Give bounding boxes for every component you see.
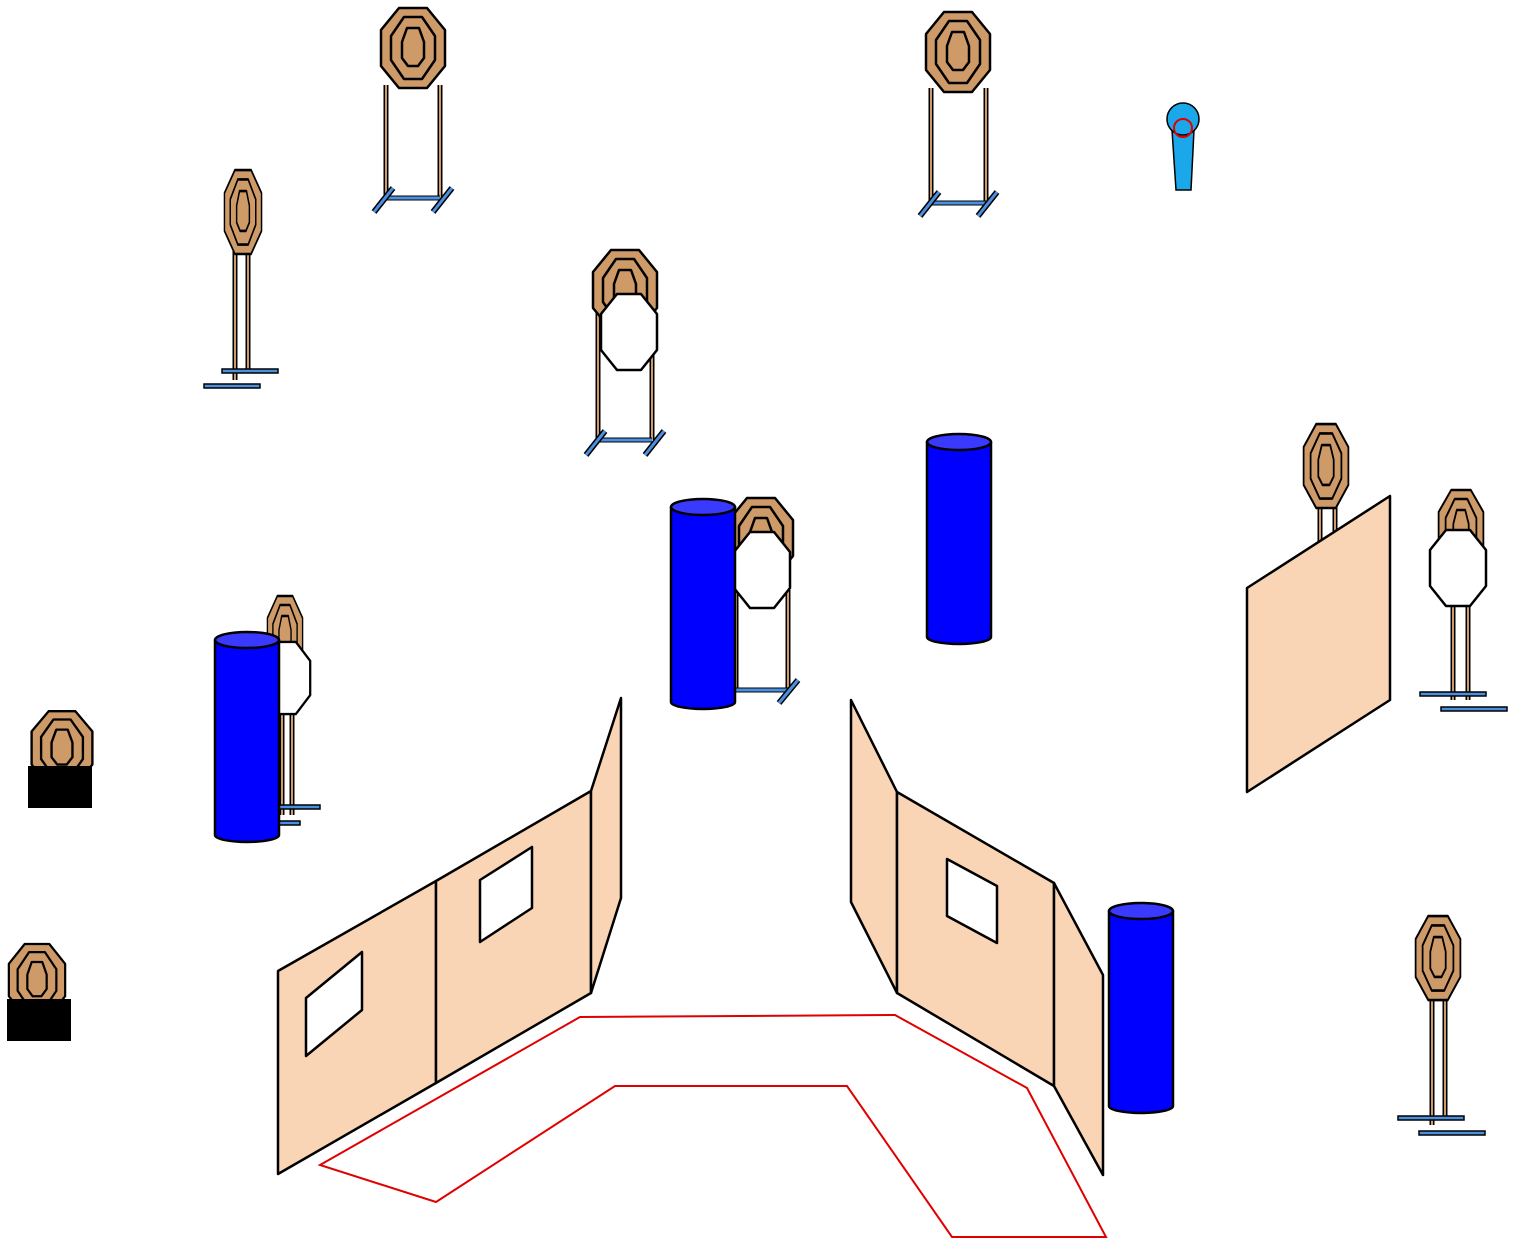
target-with-hard-cover <box>28 710 94 808</box>
barrel <box>925 432 993 646</box>
wall-with-port <box>849 698 1105 1177</box>
target-with-hard-cover <box>7 942 71 1041</box>
target-with-no-shoot <box>1419 488 1508 712</box>
barrel <box>1107 901 1175 1115</box>
wall-with-port <box>276 696 623 1176</box>
target-on-stand <box>917 10 1000 218</box>
target-with-no-shoot <box>727 496 801 705</box>
start-position-marker <box>1166 102 1200 191</box>
barrel <box>213 630 281 844</box>
barrel <box>669 497 737 711</box>
shooting-area-boundary <box>317 1013 1108 1238</box>
target-on-stand <box>1397 914 1486 1136</box>
target-on-stand <box>371 6 455 214</box>
target-on-stand <box>203 168 279 389</box>
target-with-no-shoot <box>583 248 667 457</box>
wall-panel <box>1245 494 1392 794</box>
